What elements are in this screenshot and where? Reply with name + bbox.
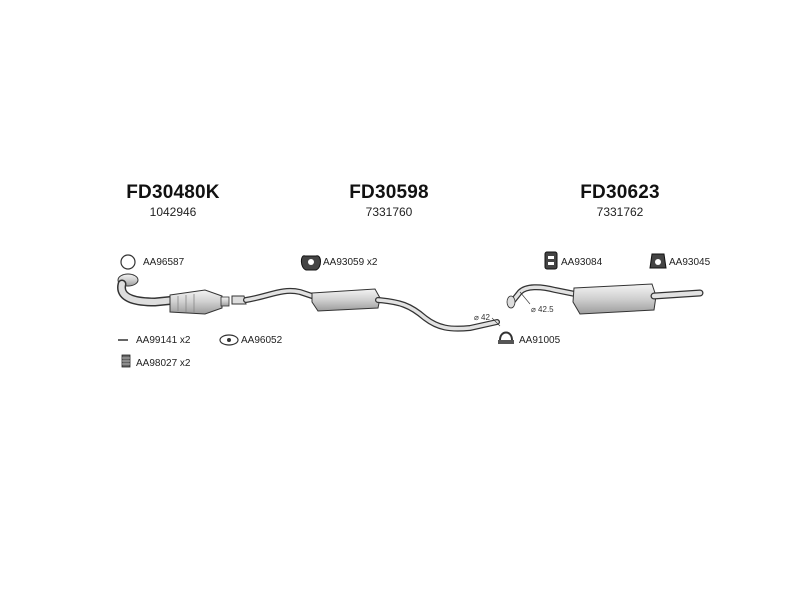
flange-joint	[231, 295, 247, 305]
pipe-diameter-label-2: ⌀ 42.5	[531, 305, 554, 314]
flange-gasket-icon	[219, 334, 239, 346]
section-header-3: FD30623 7331762	[565, 182, 675, 219]
pipe-diameter-label-1: ⌀ 42	[474, 313, 490, 322]
rubber-hanger-icon-3	[649, 253, 667, 269]
ring-gasket-icon	[120, 254, 136, 270]
part-label-spring: AA98027 x2	[136, 358, 191, 369]
section-code: FD30480K	[126, 182, 220, 203]
front-pipe-catalyst	[117, 273, 230, 315]
rear-pipe-silencer	[506, 283, 704, 315]
section-header-2: FD30598 7331760	[334, 182, 444, 219]
rubber-hanger-icon-1	[300, 255, 321, 271]
part-label-bolt: AA99141 x2	[136, 335, 191, 346]
middle-silencer	[311, 288, 381, 312]
dim-leader-1	[491, 317, 501, 327]
rubber-hanger-icon-2	[544, 251, 558, 270]
catalyst-outlet	[220, 296, 230, 307]
section-header-1: FD30480K 1042946	[118, 182, 228, 219]
section-oem-number: 1042946	[149, 205, 197, 219]
catalytic-converter	[169, 289, 223, 315]
part-label-rubber-hanger-3: AA93045	[669, 257, 711, 268]
part-label-rubber-hanger-2: AA93084	[561, 257, 603, 268]
rear-pipe-inlet	[506, 295, 516, 309]
part-label-rubber-hanger-1: AA93059 x2	[323, 257, 378, 268]
section-oem-number: 7331760	[365, 205, 413, 219]
middle-pipe-silencer	[243, 288, 501, 332]
dim-leader-2	[519, 291, 531, 305]
part-label-clamp: AA91005	[519, 335, 561, 346]
part-label-flange-gasket: AA96052	[241, 335, 283, 346]
section-oem-number: 7331762	[596, 205, 644, 219]
clamp-icon	[498, 331, 514, 344]
section-code: FD30623	[580, 182, 660, 203]
part-label-ring-gasket: AA96587	[143, 257, 185, 268]
section-code: FD30598	[349, 182, 429, 203]
rear-silencer	[572, 283, 657, 315]
spring-icon	[121, 354, 131, 368]
